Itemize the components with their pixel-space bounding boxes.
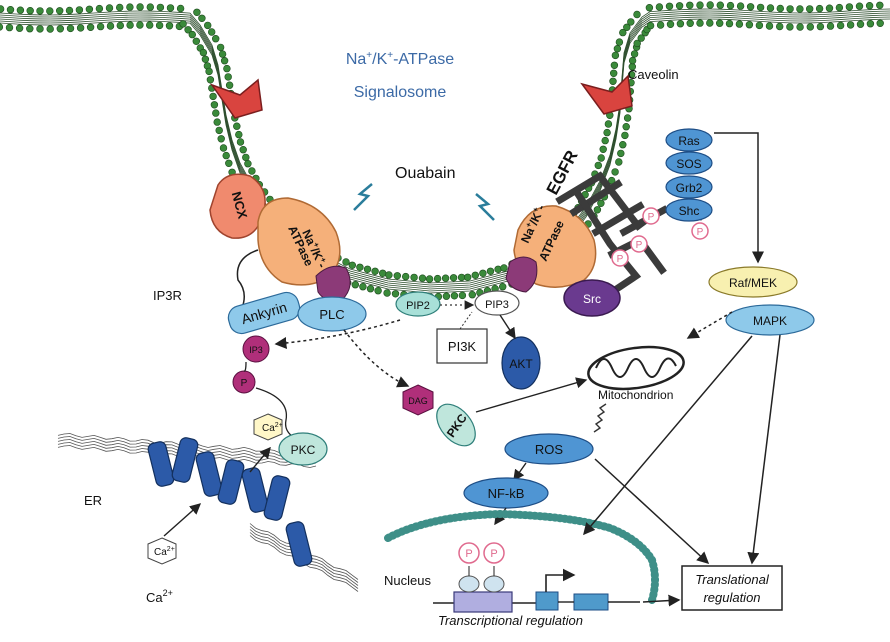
pi3k-to-pip3-line <box>459 311 473 330</box>
ras-to-raf-arrow <box>714 132 764 264</box>
pip2-to-ip3-arrow <box>274 319 401 349</box>
svg-text:Src: Src <box>583 292 601 306</box>
mapk-to-mitochondrion-arrow <box>686 311 733 339</box>
ankyrin-node: Ankyrin <box>227 291 301 335</box>
ros-to-nfkb-arrow <box>513 462 527 482</box>
ros-to-translation-arrow <box>594 458 710 565</box>
svg-text:Ras: Ras <box>678 134 699 148</box>
mapk-to-nucleus-arrow <box>583 335 753 536</box>
svg-text:P: P <box>636 240 643 251</box>
ip3r-label: IP3R <box>153 288 182 303</box>
svg-text:IP3: IP3 <box>249 345 263 355</box>
p-node: P <box>232 370 256 394</box>
svg-text:PLC: PLC <box>319 307 344 322</box>
pip3-node: PIP3 <box>474 290 520 316</box>
svg-text:PI3K: PI3K <box>448 339 477 354</box>
p-to-pkc-line <box>255 387 293 437</box>
egfr-phosphates: P P P P <box>611 207 709 267</box>
mito-to-ros-squiggle <box>593 403 607 433</box>
nka-right: Na+/K+- ATPase <box>505 202 597 293</box>
ca-to-channel-arrow <box>163 503 202 537</box>
svg-text:P: P <box>241 378 248 389</box>
ncx-transporter: NCX <box>209 173 266 239</box>
svg-text:P: P <box>648 212 655 223</box>
ca-hexagon-lower: Ca2+ <box>147 537 177 565</box>
svg-text:P: P <box>617 254 624 265</box>
svg-text:DAG: DAG <box>408 396 428 406</box>
diagram-subtitle: Signalosome <box>354 84 447 101</box>
caveolin-label: Caveolin <box>628 67 679 82</box>
grb2-node: Grb2 <box>665 175 713 199</box>
dna-strand <box>433 566 640 613</box>
pip2-node: PIP2 <box>395 291 441 317</box>
membrane-lipid-heads <box>0 1 884 301</box>
plc-to-dag-arrow <box>343 329 410 388</box>
akt-node: AKT <box>501 336 541 390</box>
svg-text:regulation: regulation <box>703 590 760 605</box>
svg-text:Translational: Translational <box>695 572 770 587</box>
nka-left: Na+/K+- ATPase <box>257 197 351 302</box>
ip3-to-p-line <box>243 361 247 372</box>
pip3-to-akt-arrow <box>499 314 516 340</box>
svg-text:PKC: PKC <box>291 443 316 457</box>
svg-text:Grb2: Grb2 <box>676 181 703 195</box>
mapk-node: MAPK <box>725 304 815 336</box>
ip3r-to-ca-arrow <box>249 446 271 473</box>
svg-text:ROS: ROS <box>535 442 564 457</box>
src-kinase: Src <box>563 279 621 317</box>
svg-text:Ca2+: Ca2+ <box>154 546 175 558</box>
mitochondrion-label: Mitochondrion <box>598 388 673 402</box>
svg-text:NF-kB: NF-kB <box>488 486 525 501</box>
ouabain-label: Ouabain <box>395 165 456 182</box>
ouabain-bolt-left <box>353 183 373 211</box>
translational-regulation-box: Translational regulation <box>681 565 783 611</box>
ca-label-bottom: Ca2+ <box>146 588 173 605</box>
svg-text:AKT: AKT <box>509 357 533 371</box>
ip3-node: IP3 <box>242 335 270 363</box>
shc-node: Shc <box>665 198 713 222</box>
svg-text:PIP3: PIP3 <box>485 299 509 311</box>
ras-node: Ras <box>665 128 713 152</box>
transcriptional-regulation-label: Transcriptional regulation <box>438 613 583 628</box>
mapk-to-translation-arrow <box>747 334 781 565</box>
svg-text:P: P <box>697 227 704 238</box>
pi3k-node: PI3K <box>436 328 488 364</box>
promoter-phosphates: P P <box>458 542 505 564</box>
ncx-label: NCX <box>229 190 251 221</box>
svg-text:Ca2+: Ca2+ <box>262 422 283 434</box>
nka-right-label-1: Na+/K+- <box>517 202 548 245</box>
svg-text:MAPK: MAPK <box>753 314 787 328</box>
plc-node: PLC <box>297 296 367 332</box>
ip3r-channel <box>147 437 313 567</box>
sos-node: SOS <box>665 151 713 175</box>
pkc-node-center: PKC <box>436 403 476 447</box>
nka-left-label-1: Na+/K+- <box>299 227 330 270</box>
svg-text:PIP2: PIP2 <box>406 300 430 312</box>
svg-text:SOS: SOS <box>676 157 701 171</box>
svg-text:Shc: Shc <box>679 204 700 218</box>
svg-text:P: P <box>490 548 497 560</box>
raf-mek-node: Raf/MEK <box>708 266 798 298</box>
svg-text:Raf/MEK: Raf/MEK <box>729 276 777 290</box>
nucleus-label: Nucleus <box>384 573 431 588</box>
dna-to-translation-arrow <box>642 594 681 607</box>
svg-text:P: P <box>465 548 472 560</box>
caveolin-left <box>210 78 263 119</box>
pkc-to-mitochondrion-arrow <box>475 377 588 413</box>
diagram-title: Na+/K+-ATPase <box>346 50 454 68</box>
dag-node: DAG <box>402 384 434 416</box>
nfkb-node: NF-kB <box>463 477 549 509</box>
caveolin-right <box>580 74 633 115</box>
pkc-node-er: PKC <box>278 432 328 466</box>
mitochondrion <box>587 345 685 391</box>
ros-node: ROS <box>504 433 594 465</box>
er-label: ER <box>84 493 102 508</box>
ca-hexagon-upper: Ca2+ <box>253 413 283 441</box>
ouabain-bolt-right <box>475 193 495 221</box>
